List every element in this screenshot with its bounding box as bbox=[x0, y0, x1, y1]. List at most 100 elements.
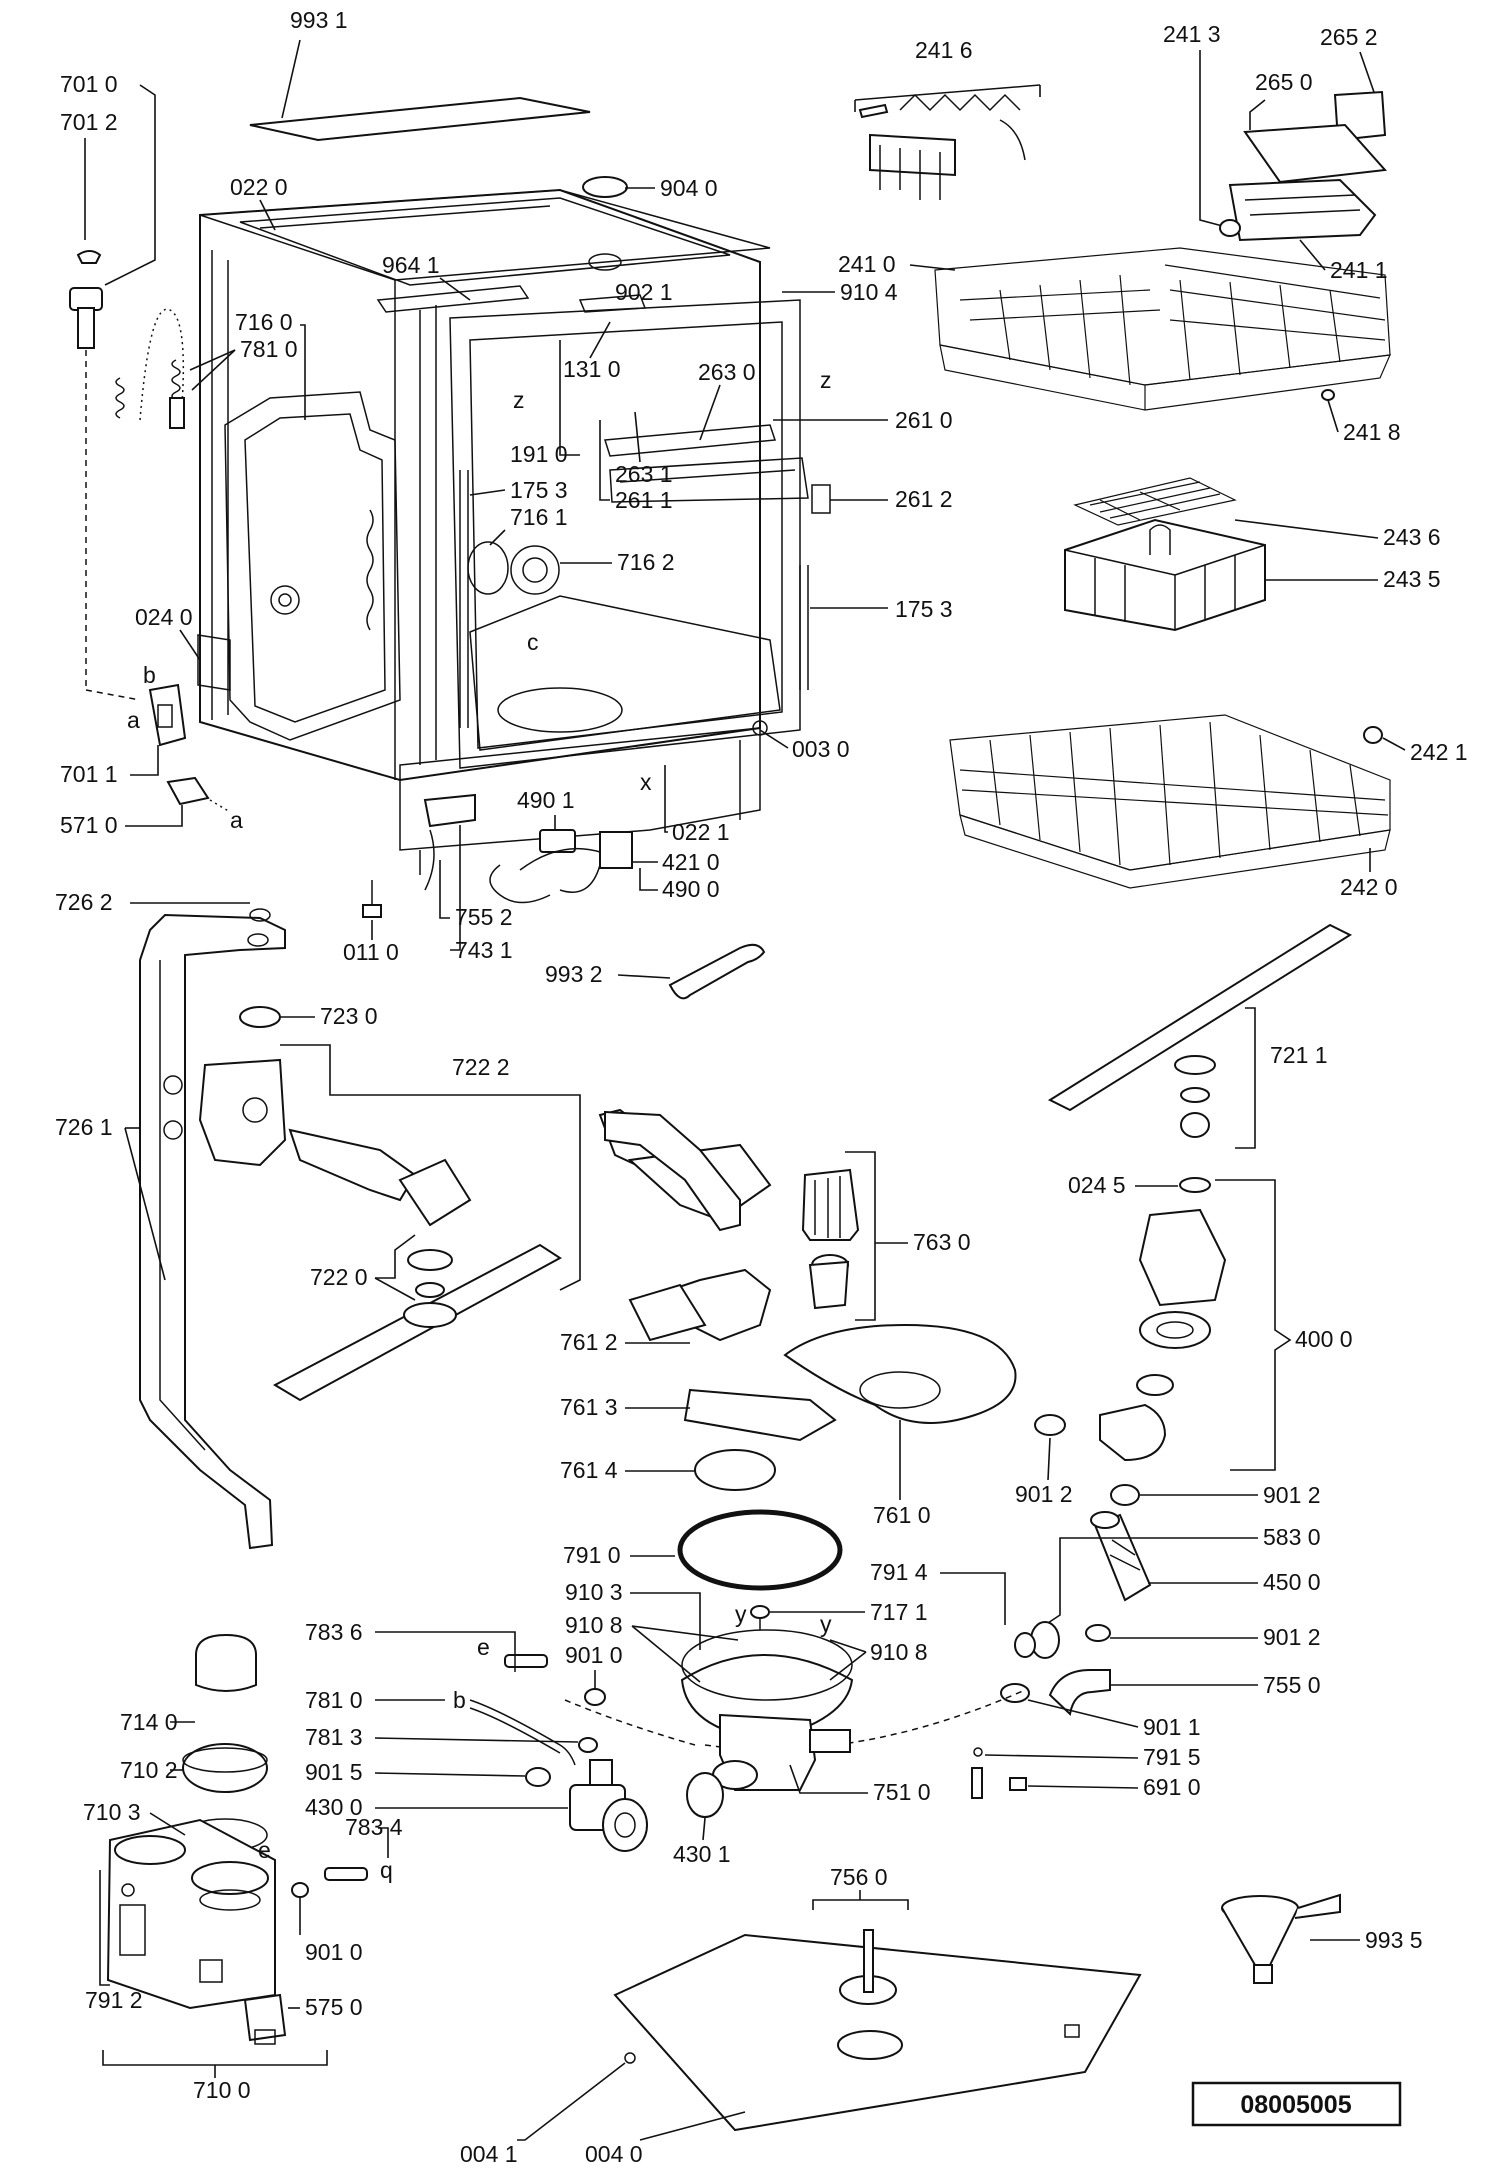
letter-z-1: z bbox=[513, 387, 525, 413]
label-993-5: 993 5 bbox=[1365, 1927, 1423, 1953]
label-743-1: 743 1 bbox=[455, 937, 513, 963]
label-430-0: 430 0 bbox=[305, 1794, 363, 1820]
label-450-0: 450 0 bbox=[1263, 1569, 1321, 1595]
label-755-0: 755 0 bbox=[1263, 1672, 1321, 1698]
label-901-1: 901 1 bbox=[1143, 1714, 1201, 1740]
letter-c: c bbox=[527, 629, 539, 655]
label-571-0: 571 0 bbox=[60, 812, 118, 838]
label-910-3: 910 3 bbox=[565, 1579, 623, 1605]
label-490-0: 490 0 bbox=[662, 876, 720, 902]
label-993-2: 993 2 bbox=[545, 961, 603, 987]
part-bracket-755-2 bbox=[423, 793, 476, 891]
label-265-0: 265 0 bbox=[1255, 69, 1313, 95]
label-575-0: 575 0 bbox=[305, 1994, 363, 2020]
label-261-1: 261 1 bbox=[615, 487, 673, 513]
part-filter-763 bbox=[801, 1168, 860, 1310]
letter-e-1: e bbox=[477, 1634, 490, 1660]
letter-a-2: a bbox=[230, 807, 243, 833]
label-004-1: 004 1 bbox=[460, 2141, 518, 2167]
letter-y-2: y bbox=[820, 1611, 832, 1637]
label-910-8-a: 910 8 bbox=[565, 1612, 623, 1638]
label-265-2: 265 2 bbox=[1320, 24, 1378, 50]
label-791-0: 791 0 bbox=[563, 1542, 621, 1568]
label-716-0: 716 0 bbox=[235, 309, 293, 335]
label-701-0: 701 0 bbox=[60, 71, 118, 97]
label-716-1: 716 1 bbox=[510, 504, 568, 530]
part-holder-265 bbox=[1219, 90, 1388, 242]
label-241-0: 241 0 bbox=[838, 251, 896, 277]
letter-e-2: e bbox=[258, 1837, 271, 1863]
label-723-0: 723 0 bbox=[320, 1003, 378, 1029]
part-clamp-901-2-a bbox=[1034, 1414, 1066, 1436]
label-781-3: 781 3 bbox=[305, 1724, 363, 1750]
label-751-0: 751 0 bbox=[873, 1779, 931, 1805]
label-901-0-b: 901 0 bbox=[305, 1939, 363, 1965]
part-seal-strip-993-1 bbox=[249, 39, 591, 142]
label-400-0: 400 0 bbox=[1295, 1326, 1353, 1352]
label-783-4: 783 4 bbox=[345, 1814, 403, 1840]
label-191-0: 191 0 bbox=[510, 441, 568, 467]
label-755-2: 755 2 bbox=[455, 904, 513, 930]
letter-b-1: b bbox=[143, 662, 156, 688]
label-241-3: 241 3 bbox=[1163, 21, 1221, 47]
label-714-0: 714 0 bbox=[120, 1709, 178, 1735]
letter-b-2: b bbox=[453, 1687, 466, 1713]
label-726-1: 726 1 bbox=[55, 1114, 113, 1140]
label-761-4: 761 4 bbox=[560, 1457, 618, 1483]
part-pipe-783-6 bbox=[504, 1650, 548, 1672]
label-004-0: 004 0 bbox=[585, 2141, 643, 2167]
label-964-1: 964 1 bbox=[382, 252, 440, 278]
label-263-1: 263 1 bbox=[615, 461, 673, 487]
part-tube-sump bbox=[604, 1110, 741, 1232]
label-243-6: 243 6 bbox=[1383, 524, 1441, 550]
label-263-0: 263 0 bbox=[698, 359, 756, 385]
label-022-1: 022 1 bbox=[672, 819, 730, 845]
label-175-3-b: 175 3 bbox=[895, 596, 953, 622]
part-funnel-993-5 bbox=[1221, 1893, 1341, 1984]
label-791-5: 791 5 bbox=[1143, 1744, 1201, 1770]
label-003-0: 003 0 bbox=[792, 736, 850, 762]
part-cutlery-basket-243 bbox=[1064, 477, 1266, 632]
letter-z-2: z bbox=[820, 367, 832, 393]
label-710-2: 710 2 bbox=[120, 1757, 178, 1783]
label-756-0: 756 0 bbox=[830, 1864, 888, 1890]
label-175-3-a: 175 3 bbox=[510, 477, 568, 503]
letter-x: x bbox=[640, 769, 652, 795]
label-717-1: 717 1 bbox=[870, 1599, 928, 1625]
part-wrench-993-2 bbox=[668, 943, 766, 1000]
label-022-0: 022 0 bbox=[230, 174, 288, 200]
label-241-8: 241 8 bbox=[1343, 419, 1401, 445]
part-base-plate-004-0 bbox=[613, 1929, 1142, 2132]
label-421-0: 421 0 bbox=[662, 849, 720, 875]
label-583-0: 583 0 bbox=[1263, 1524, 1321, 1550]
part-lower-basket-242-0 bbox=[949, 714, 1391, 889]
part-motor-400-0 bbox=[1099, 1208, 1227, 1462]
label-901-5: 901 5 bbox=[305, 1759, 363, 1785]
diagram-reference-box: 08005005 bbox=[1191, 2081, 1402, 2127]
part-spray-tube-726 bbox=[139, 908, 286, 1550]
label-791-4: 791 4 bbox=[870, 1559, 928, 1585]
part-heater-450-0 bbox=[1090, 1511, 1152, 1602]
label-721-1: 721 1 bbox=[1270, 1042, 1328, 1068]
part-softener-710 bbox=[106, 1633, 276, 2010]
label-901-2-a: 901 2 bbox=[1015, 1481, 1073, 1507]
letter-a-1: a bbox=[127, 707, 140, 733]
label-781-0: 781 0 bbox=[240, 336, 298, 362]
label-490-1: 490 1 bbox=[517, 787, 575, 813]
part-switch-490 bbox=[489, 829, 633, 904]
label-261-2: 261 2 bbox=[895, 486, 953, 512]
label-241-1: 241 1 bbox=[1330, 257, 1388, 283]
label-710-0: 710 0 bbox=[193, 2077, 251, 2103]
label-761-3: 761 3 bbox=[560, 1394, 618, 1420]
label-024-5: 024 5 bbox=[1068, 1172, 1126, 1198]
label-761-2: 761 2 bbox=[560, 1329, 618, 1355]
label-904-0: 904 0 bbox=[660, 175, 718, 201]
part-hose-701 bbox=[69, 250, 210, 806]
label-726-2: 726 2 bbox=[55, 889, 113, 915]
label-910-8-b: 910 8 bbox=[870, 1639, 928, 1665]
part-spray-arm-721-1 bbox=[1047, 923, 1353, 1138]
label-716-2: 716 2 bbox=[617, 549, 675, 575]
diagram-reference-number: 08005005 bbox=[1240, 2091, 1351, 2119]
part-hose-755-0 bbox=[1048, 1669, 1111, 1716]
